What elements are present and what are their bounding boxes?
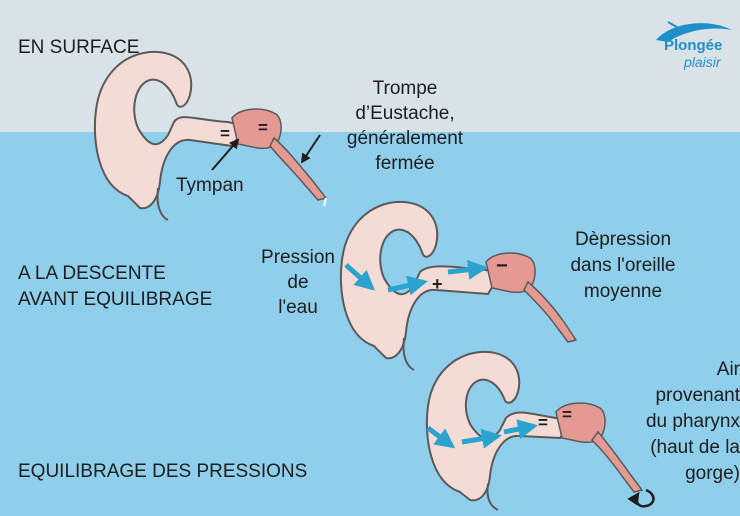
section-label-equalize: EQUILIBRAGE DES PRESSIONS xyxy=(18,460,307,484)
air-label-4: (haut de la xyxy=(600,436,740,460)
equal-sign-middle-3: = xyxy=(562,405,572,424)
logo-subtext: plaisir xyxy=(684,54,721,70)
pression-label-1: Pression xyxy=(248,246,348,270)
section-label-descent-2: AVANT EQUILIBRAGE xyxy=(18,288,212,312)
section-label-surface: EN SURFACE xyxy=(18,36,139,60)
equal-sign-middle-1: = xyxy=(258,118,268,137)
minus-sign-middle: − xyxy=(496,255,508,277)
depression-label-2: dans l'oreille xyxy=(548,254,698,278)
air-label-2: provenant xyxy=(600,384,740,408)
pression-label-2: de xyxy=(248,271,348,295)
air-label-5: gorge) xyxy=(600,462,740,486)
trompe-label-3: généralement xyxy=(334,127,476,151)
equal-sign-canal-1: = xyxy=(220,124,230,143)
logo-text: Plongée xyxy=(664,38,722,54)
air-label-3: du pharynx xyxy=(600,410,740,434)
depression-label-3: moyenne xyxy=(548,280,698,304)
tympan-label: Tympan xyxy=(176,174,244,198)
section-label-descent-1: A LA DESCENTE xyxy=(18,262,166,286)
plus-sign-canal: + xyxy=(432,274,443,294)
depression-label-1: Dèpression xyxy=(548,228,698,252)
trompe-label-1: Trompe xyxy=(334,77,476,101)
trompe-label-2: d’Eustache, xyxy=(334,102,476,126)
equal-sign-canal-3: = xyxy=(538,413,548,432)
air-label-1: Air xyxy=(600,358,740,382)
pression-label-3: l'eau xyxy=(248,296,348,320)
trompe-label-4: fermée xyxy=(334,152,476,176)
